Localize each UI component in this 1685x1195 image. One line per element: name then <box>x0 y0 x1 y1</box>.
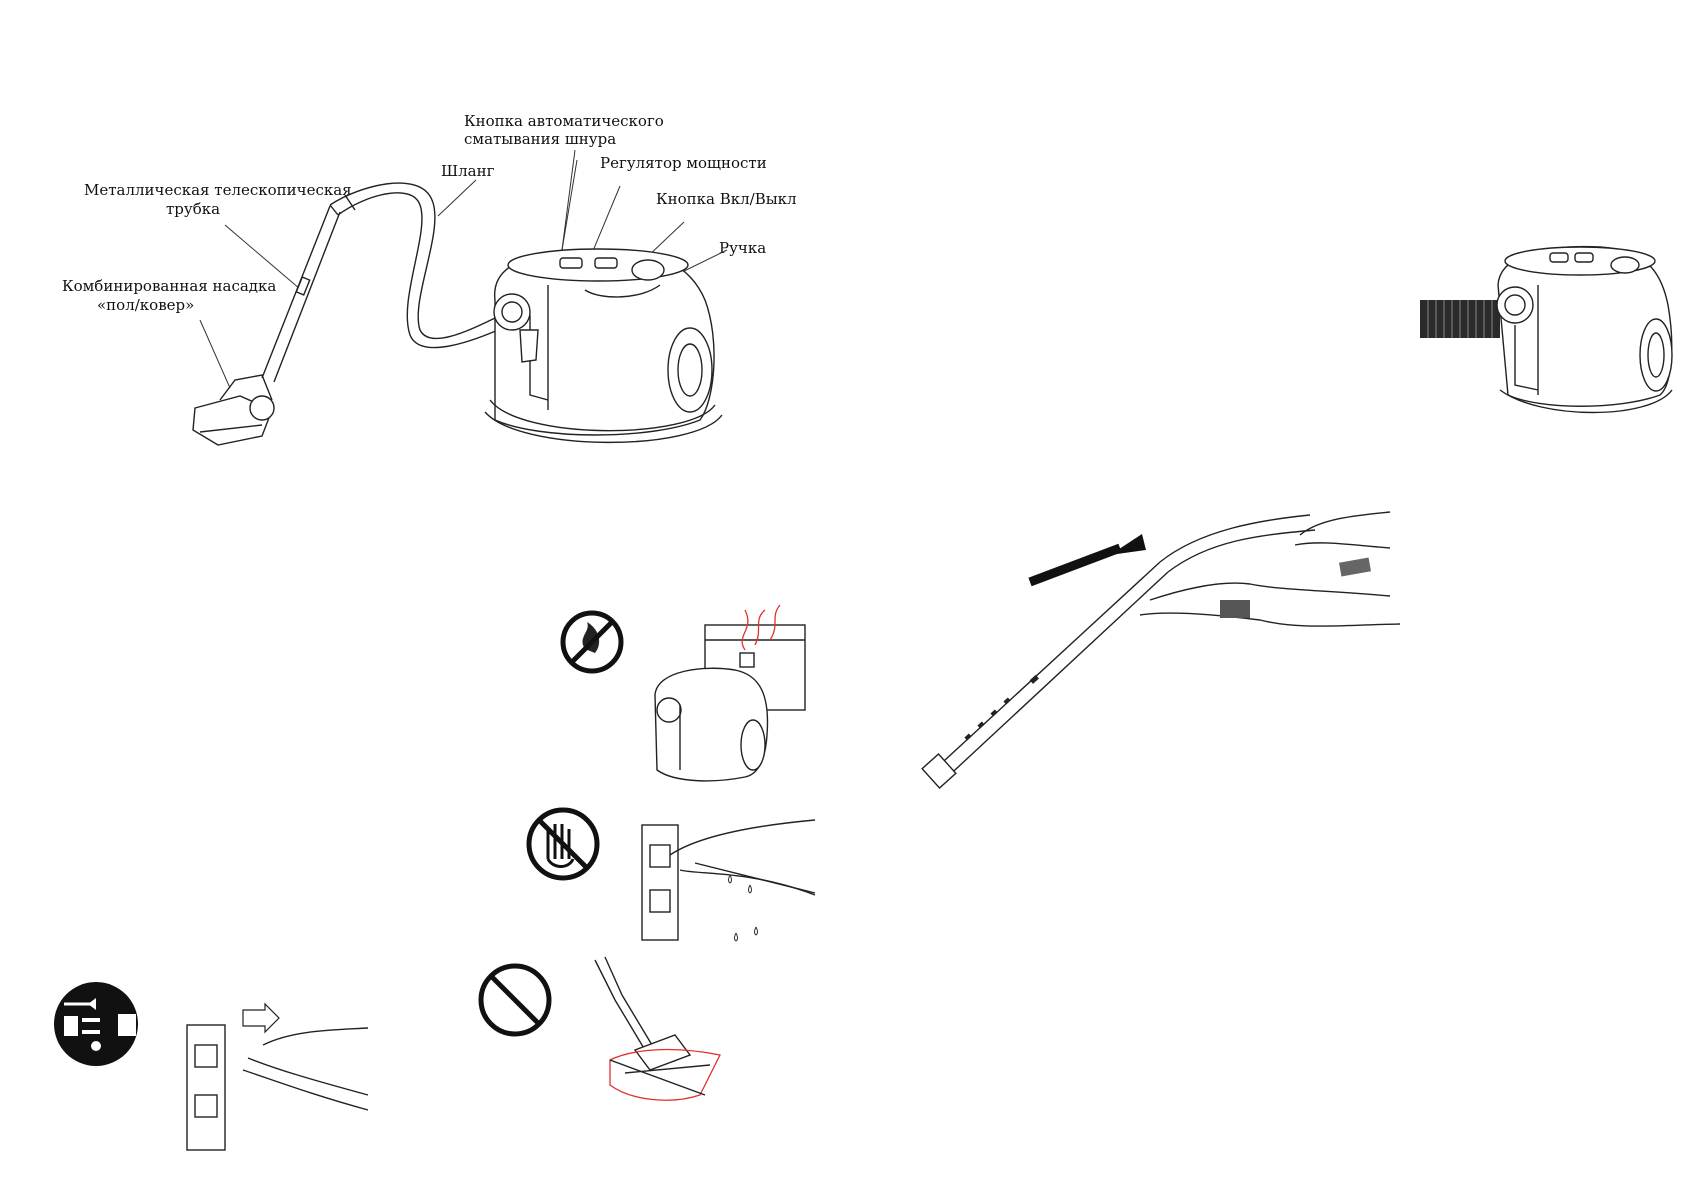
extend-tube-illustration <box>921 511 1401 790</box>
no-wet-hands-icon <box>526 807 600 881</box>
heater-warning-illustration <box>654 604 806 782</box>
prohibited-icon <box>478 963 552 1037</box>
unplug-icon <box>54 982 138 1066</box>
label-power-regulator: Регулятор мощности <box>600 154 767 172</box>
vacuum-with-hose-illustration <box>1420 245 1673 414</box>
label-tube-line1: Металлическая телескопическая <box>84 181 352 199</box>
nozzle-cloth-illustration <box>594 956 721 1101</box>
no-fire-icon <box>560 610 624 674</box>
wet-hand-plug-illustration <box>641 819 816 942</box>
label-hose: Шланг <box>441 162 495 180</box>
label-handle: Ручка <box>719 239 767 257</box>
label-cord-rewind: Кнопка автоматического сматывания шнура <box>464 112 664 148</box>
unplug-illustration <box>186 1002 369 1151</box>
label-on-off: Кнопка Вкл/Выкл <box>656 190 797 208</box>
vacuum-drawing <box>192 149 728 446</box>
label-nozzle-line2: «пол/ковер» <box>97 296 195 314</box>
label-nozzle-line1: Комбинированная насадка <box>62 277 277 295</box>
label-tube-line2: трубка <box>166 200 221 218</box>
